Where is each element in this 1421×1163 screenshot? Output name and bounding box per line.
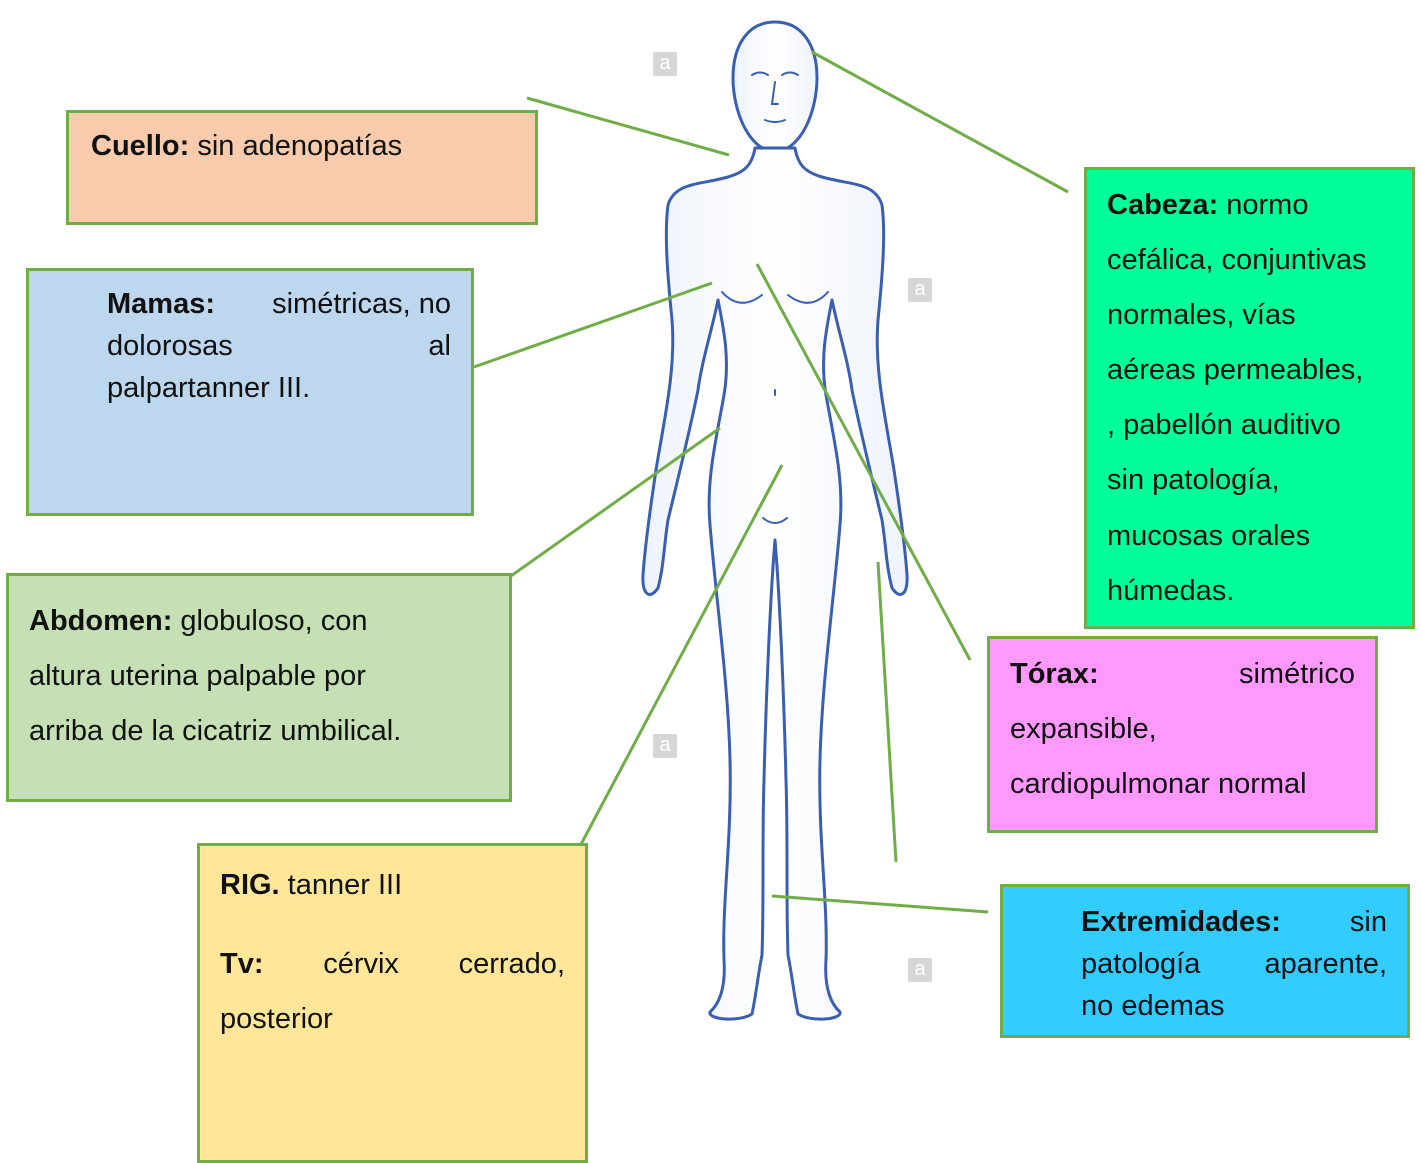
torax-line-2: expansible,: [1010, 702, 1355, 757]
cabeza-line-2: cefálica, conjuntivas: [1107, 233, 1392, 288]
tv-text: cérvix: [323, 937, 399, 992]
cabeza-line-6: sin patología,: [1107, 453, 1392, 508]
cuello-text: sin adenopatías: [189, 130, 402, 162]
extremidades-title: Extremidades:: [1081, 901, 1281, 943]
mamas-text: dolorosas: [107, 325, 233, 367]
cabeza-title: Cabeza:: [1107, 189, 1218, 221]
abdomen-line-2: altura uterina palpable por: [29, 649, 489, 704]
torax-box: Tórax: simétrico expansible, cardiopulmon…: [987, 636, 1378, 833]
tv-line-2: posterior: [220, 992, 565, 1047]
abdomen-box: Abdomen: globuloso, con altura uterina p…: [6, 573, 512, 802]
abdomen-text: globuloso, con: [172, 605, 367, 637]
mamas-box: Mamas: simétricas, no dolorosas al palpart…: [26, 268, 474, 516]
torax-line-1: Tórax: simétrico: [1010, 647, 1355, 702]
cabeza-line-5: , pabellón auditivo: [1107, 398, 1392, 453]
cabeza-text: normo: [1218, 189, 1308, 221]
mamas-text: simétricas, no: [272, 283, 451, 325]
mamas-title: Mamas:: [107, 283, 215, 325]
extremidades-line-1: Extremidades: sin: [1081, 901, 1387, 943]
abdomen-line-3: arriba de la cicatriz umbilical.: [29, 704, 489, 759]
extremidades-text: aparente,: [1264, 943, 1387, 985]
mamas-line-2: dolorosas al: [107, 325, 451, 367]
torax-title: Tórax:: [1010, 647, 1099, 702]
cabeza-line-4: aéreas permeables,: [1107, 343, 1392, 398]
extremidades-line-2: patología aparente,: [1081, 943, 1387, 985]
torax-line-3: cardiopulmonar normal: [1010, 757, 1355, 812]
cuello-title: Cuello:: [91, 130, 189, 162]
cuello-box: Cuello: sin adenopatías: [66, 110, 538, 225]
extremidades-text: patología: [1081, 943, 1200, 985]
rig-box: RIG. tanner III Tv: cérvix cerrado, poster…: [197, 843, 588, 1163]
mamas-line-1: Mamas: simétricas, no: [107, 283, 451, 325]
rig-line-1: RIG. tanner III: [220, 858, 565, 913]
cabeza-box: Cabeza: normo cefálica, conjuntivas norm…: [1084, 167, 1415, 629]
extremidades-line-3: no edemas: [1081, 985, 1387, 1027]
tv-title: Tv:: [220, 937, 264, 992]
cabeza-line-7: mucosas orales: [1107, 509, 1392, 564]
extremidades-text: sin: [1350, 901, 1387, 943]
rig-text: tanner III: [280, 869, 403, 901]
watermark-badge: a: [653, 52, 677, 76]
cabeza-line-3: normales, vías: [1107, 288, 1392, 343]
abdomen-line-1: Abdomen: globuloso, con: [29, 594, 489, 649]
rig-title: RIG.: [220, 869, 280, 901]
watermark-badge: a: [908, 278, 932, 302]
tv-text: cerrado,: [459, 937, 565, 992]
abdomen-title: Abdomen:: [29, 605, 172, 637]
cabeza-line-8: húmedas.: [1107, 564, 1392, 619]
torax-text: simétrico: [1239, 647, 1355, 702]
tv-line-1: Tv: cérvix cerrado,: [220, 937, 565, 992]
watermark-badge: a: [653, 734, 677, 758]
cabeza-line-1: Cabeza: normo: [1107, 178, 1392, 233]
extremidades-box: Extremidades: sin patología aparente, no e…: [1000, 884, 1410, 1038]
mamas-line-3: palpartanner III.: [107, 367, 451, 409]
watermark-badge: a: [908, 958, 932, 982]
mamas-text: al: [428, 325, 451, 367]
